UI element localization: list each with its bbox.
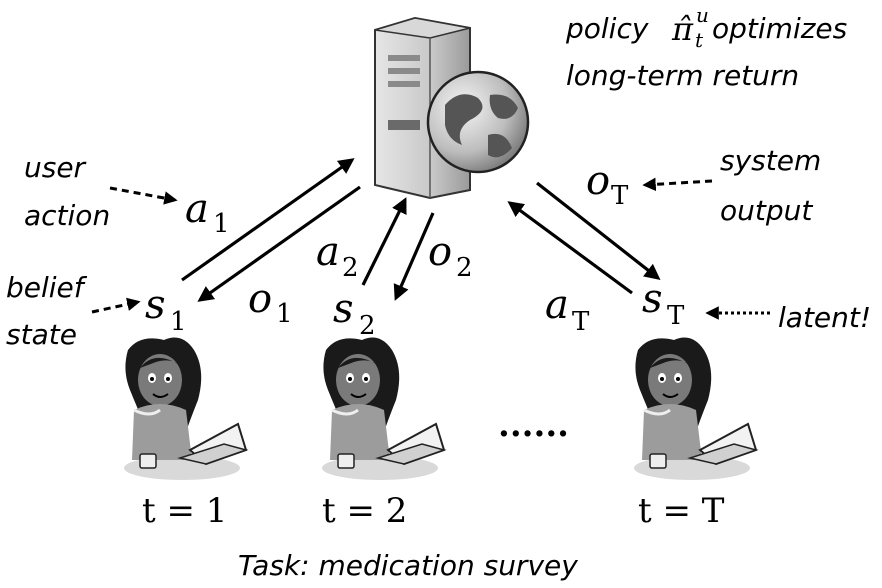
svg-text:1: 1: [213, 209, 230, 239]
user-at-laptop-icon: [124, 338, 246, 480]
symbol-o1: o 1: [248, 276, 293, 329]
svg-text:o: o: [428, 229, 452, 275]
svg-text:s: s: [333, 286, 354, 332]
svg-text:o: o: [248, 276, 272, 322]
symbol-a2: a 2: [316, 229, 359, 283]
caption: Task: medication survey: [238, 549, 578, 582]
user-at-laptop-icon: [634, 338, 756, 480]
label-output: output: [720, 194, 813, 227]
label-user: user: [24, 151, 87, 184]
policy-note: policy π̂ t u optimizes long-term return: [565, 3, 847, 92]
time-label-2: t = 2: [322, 491, 407, 531]
policy-note-line2: long-term return: [566, 59, 799, 92]
svg-text:a: a: [316, 229, 340, 275]
label-system: system: [720, 144, 821, 177]
belief-state-pointer: [92, 302, 138, 312]
symbol-aT: a T: [545, 282, 590, 337]
arrow-aT-to-server: [510, 203, 632, 293]
symbol-oT: o T: [586, 158, 629, 211]
svg-text:s: s: [145, 282, 166, 328]
svg-text:2: 2: [359, 311, 376, 341]
svg-text:1: 1: [170, 307, 187, 337]
svg-text:T: T: [572, 307, 590, 337]
symbol-a1: a 1: [185, 186, 230, 239]
svg-text:1: 1: [276, 299, 293, 329]
policy-pi-subscript: t: [695, 28, 704, 52]
svg-text:s: s: [642, 276, 663, 322]
policy-pi-superscript: u: [696, 3, 709, 27]
ellipsis: ......: [498, 405, 569, 445]
svg-text:T: T: [667, 301, 685, 331]
symbol-o2: o 2: [428, 229, 473, 283]
label-state: state: [6, 318, 77, 351]
user-at-laptop-icon: [322, 338, 444, 480]
system-output-pointer: [645, 181, 712, 185]
label-belief: belief: [6, 271, 88, 304]
svg-text:a: a: [545, 282, 569, 328]
time-label-T: t = T: [638, 491, 725, 531]
svg-text:2: 2: [342, 253, 359, 283]
svg-text:a: a: [185, 186, 209, 232]
svg-text:2: 2: [456, 253, 473, 283]
policy-pi-symbol: π̂: [671, 10, 694, 48]
symbol-s1: s 1: [145, 282, 187, 337]
svg-text:o: o: [586, 158, 610, 204]
label-action: action: [24, 199, 110, 232]
user-action-pointer: [110, 188, 175, 200]
server-with-globe-icon: [375, 18, 528, 198]
time-label-1: t = 1: [142, 491, 227, 531]
symbol-sT: s T: [642, 276, 685, 331]
symbol-s2: s 2: [333, 286, 376, 341]
policy-note-prefix: policy: [565, 12, 649, 45]
svg-text:T: T: [611, 181, 629, 211]
label-latent: latent!: [778, 301, 871, 334]
arrow-a2-to-server: [363, 200, 405, 285]
policy-note-suffix: optimizes: [712, 12, 847, 45]
